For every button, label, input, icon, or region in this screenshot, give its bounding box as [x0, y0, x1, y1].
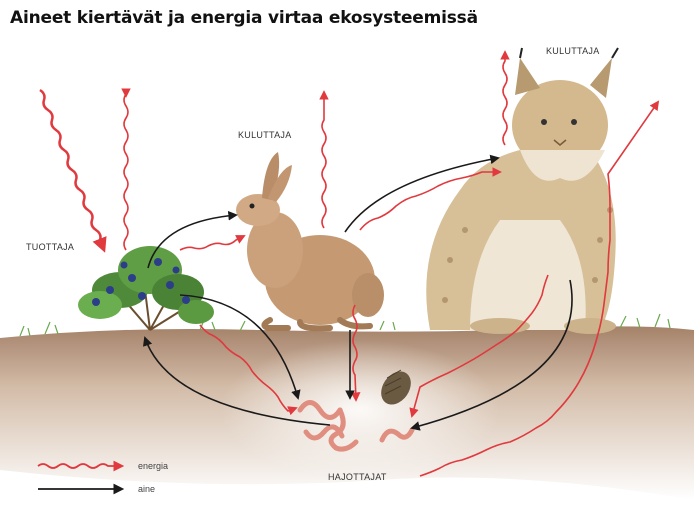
label-decomposers: HAJOTTAJAT: [328, 472, 387, 482]
hare-icon: [236, 152, 384, 328]
blueberry-bush-icon: [78, 246, 214, 330]
legend-matter: aine: [38, 484, 155, 494]
lynx-icon: [426, 48, 618, 334]
label-consumer-lynx: KULUTTAJA: [546, 46, 600, 56]
decomposer-glow: [220, 340, 500, 480]
legend-energy-label: energia: [138, 461, 168, 471]
legend-matter-label: aine: [138, 484, 155, 494]
label-consumer-hare: KULUTTAJA: [238, 130, 292, 140]
label-producer: TUOTTAJA: [26, 242, 74, 252]
